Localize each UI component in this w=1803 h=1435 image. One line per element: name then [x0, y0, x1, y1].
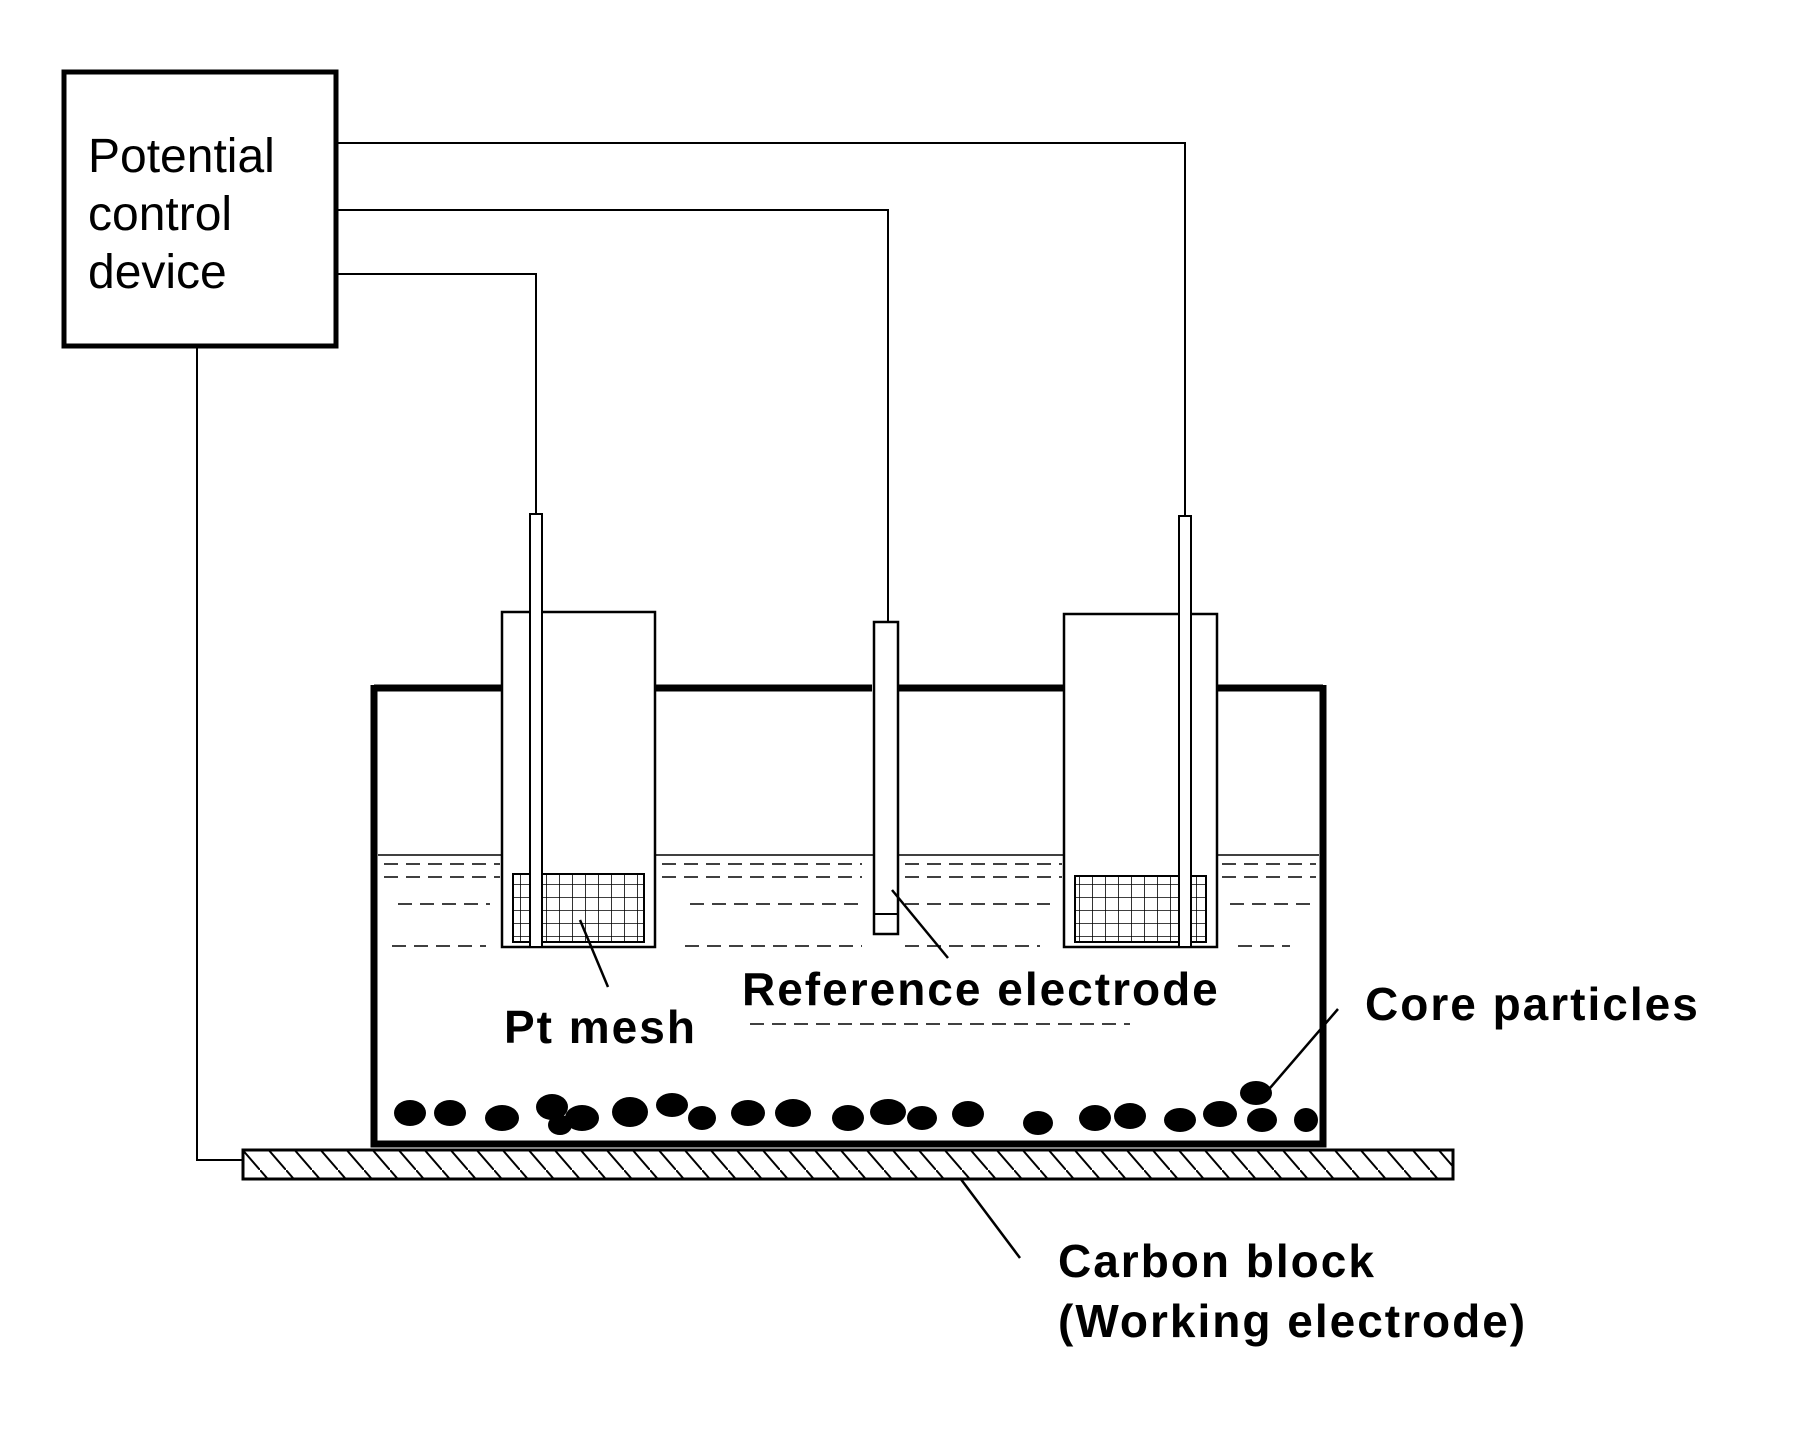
reference-electrode-tube	[874, 622, 898, 934]
carbon-block-leader	[960, 1178, 1020, 1258]
left-counter-electrode	[502, 514, 655, 947]
carbon-block	[243, 1150, 1453, 1179]
device-label-line2: control	[88, 188, 232, 241]
device-label-line3: device	[88, 246, 227, 299]
wire-counter-right	[338, 143, 1185, 516]
reference-electrode	[874, 622, 898, 934]
right-electrode-rod	[1179, 516, 1191, 947]
wire-working	[197, 346, 243, 1160]
core-particles-label: Core particles	[1365, 978, 1700, 1030]
reference-electrode-label: Reference electrode	[742, 963, 1220, 1015]
device-label-line1: Potential	[88, 130, 275, 183]
core-particles	[394, 1081, 1318, 1135]
wire-counter-left	[338, 274, 536, 514]
pt-mesh-label: Pt mesh	[504, 1001, 697, 1053]
core-particles-leader	[1270, 1009, 1338, 1088]
reference-leader	[892, 890, 948, 958]
carbon-block-label-line1: Carbon block	[1058, 1235, 1376, 1287]
carbon-block-label-line2: (Working electrode)	[1058, 1295, 1527, 1347]
potential-control-device: Potential control device	[64, 72, 336, 346]
wire-reference	[338, 210, 888, 622]
leader-lines	[580, 890, 1338, 1258]
left-electrode-rod	[530, 514, 542, 947]
right-counter-electrode	[1064, 516, 1217, 947]
